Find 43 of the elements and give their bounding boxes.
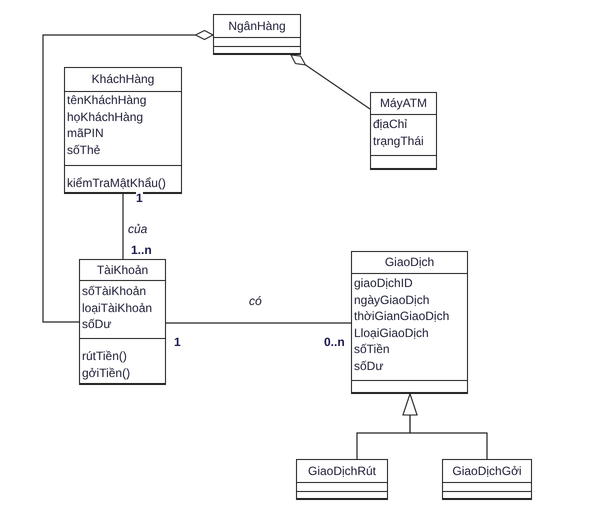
edge-label: của	[128, 222, 148, 236]
attribute: tênKháchHàng	[67, 92, 146, 108]
multiplicity-label: 1..n	[131, 243, 152, 257]
attribute: LloạiGiaoDịch	[354, 324, 429, 341]
class-box	[213, 14, 301, 55]
class-name: TàiKhoản	[96, 262, 148, 278]
class-name: MáyATM	[380, 95, 428, 112]
edge-label: có	[249, 294, 262, 308]
class-name: GiaoDịch	[384, 254, 434, 271]
method: kiểmTraMậtKhẩu()	[67, 175, 166, 192]
attribute: sốTàiKhoản	[82, 283, 146, 300]
association-line	[166, 322, 351, 324]
class-box	[442, 459, 532, 500]
class-box	[370, 92, 437, 170]
class-box	[296, 459, 388, 500]
class-name: KháchHàng	[92, 71, 154, 88]
aggregation-line	[290, 54, 370, 110]
class-box	[64, 67, 182, 194]
aggregation-line	[42, 30, 214, 323]
attribute: sốThẻ	[67, 142, 100, 158]
attribute: sốTiền	[354, 341, 390, 358]
multiplicity-label: 0..n	[324, 335, 345, 349]
attribute: địaChỉ	[373, 116, 408, 132]
class-name: GiaoDịchRút	[308, 462, 376, 480]
association-line	[122, 194, 124, 259]
class-name: GiaoDịchGởi	[452, 462, 522, 480]
class-box	[79, 259, 166, 385]
method: gởiTiền()	[82, 364, 130, 381]
class-box	[351, 251, 468, 394]
attribute: mãPIN	[67, 125, 104, 142]
class-name: NgânHàng	[228, 18, 286, 34]
multiplicity-label: 1	[136, 191, 143, 205]
attribute: thờiGianGiaoDịch	[354, 308, 450, 324]
attribute: sốDư	[82, 316, 112, 332]
multiplicity-label: 1	[174, 335, 181, 349]
generalization-arrow	[402, 393, 488, 459]
attribute: trạngThái	[373, 132, 424, 149]
method: rútTiền()	[82, 348, 127, 364]
attribute: ngàyGiaoDịch	[354, 292, 430, 308]
attribute: họKháchHàng	[67, 108, 144, 125]
attribute: loạiTàiKhoản	[82, 300, 152, 316]
attribute: giaoDịchID	[354, 275, 413, 292]
attribute: sốDư	[354, 358, 384, 374]
